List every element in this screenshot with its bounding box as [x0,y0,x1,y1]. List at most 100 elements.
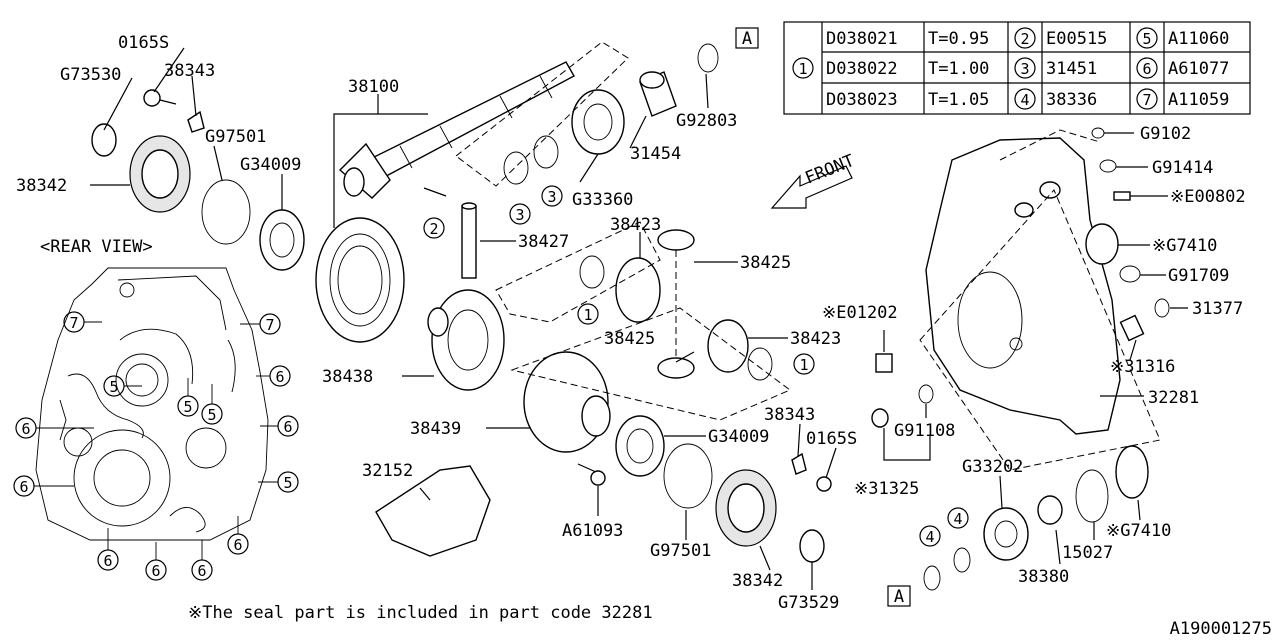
shim-3-b [533,135,559,169]
pinion-shaft-pin [423,187,477,279]
callout-1: 1 [577,303,599,325]
svg-text:7: 7 [69,314,78,332]
snap-ring-g92803 [697,43,719,73]
callout-3: 3 [509,203,531,225]
label-g91414: G91414 [1152,158,1213,178]
label-15027: 15027 [1062,543,1113,563]
label-38423-bottom: 38423 [790,329,841,349]
side-gear-38423-bottom [707,319,749,373]
rear-view-housing: <REAR VIEW> [35,237,269,541]
plug-31325 [871,408,889,428]
table-cell: A11059 [1168,90,1229,110]
bolt-0165s-top [143,89,177,107]
table-cell: D038021 [826,29,898,49]
label-32281: 32281 [1148,388,1199,408]
table-cell: 6 [1142,60,1151,78]
callout-4: 4 [919,525,941,547]
svg-text:3: 3 [547,188,556,206]
side-gear-38423-top [615,257,661,323]
svg-text:7: 7 [265,316,274,334]
shim-4-a [923,565,941,591]
callout-6: 6 [15,417,37,439]
label-38343-bottom: 38343 [764,405,815,425]
label-31325: ※31325 [854,479,919,499]
pinion-gear-38425-top [657,229,695,251]
footnote: ※The seal part is included in part code … [188,603,653,623]
reference-box-a-top: A [735,27,759,49]
svg-text:6: 6 [283,418,292,436]
seal-g7410-bottom [1115,445,1149,499]
label-38438: 38438 [322,367,373,387]
label-g9102: G9102 [1140,124,1191,144]
label-g91108: G91108 [894,421,955,441]
table-cell: E00515 [1046,29,1107,49]
differential-case-38439 [523,351,611,453]
plug-31316 [1119,314,1145,342]
table-cell: 2 [1020,30,1029,48]
svg-text:2: 2 [429,220,438,238]
pinion-gear-38425-bottom [657,357,695,379]
oil-seal-38380 [1037,495,1063,525]
label-g73529: G73529 [778,593,839,613]
oil-seal-38342-bottom [715,469,777,547]
svg-text:6: 6 [151,562,160,580]
oring-g97501-bottom [663,443,713,509]
table-cell: 38336 [1046,90,1097,110]
label-g34009-bottom: G34009 [708,427,769,447]
callout-6: 6 [13,475,35,497]
table-cell: A61077 [1168,59,1229,79]
bearing-g34009-bottom [615,415,665,477]
label-31377: 31377 [1192,299,1243,319]
svg-text:6: 6 [275,368,284,386]
label-38425-top: 38425 [740,253,791,273]
table-cell: 4 [1020,91,1029,109]
svg-text:5: 5 [283,474,292,492]
differential-case-38438 [427,289,505,391]
oring-15027 [1075,469,1109,523]
label-g92803: G92803 [676,111,737,131]
label-38342-top: 38342 [16,176,67,196]
shim-3-a [503,151,529,185]
label-g73530: G73530 [60,65,121,85]
label-g91709: G91709 [1168,266,1229,286]
callout-4: 4 [947,507,969,529]
label-g34009-top: G34009 [240,155,301,175]
oil-seal-g73530 [91,123,117,157]
svg-text:6: 6 [21,420,30,438]
callout-6: 6 [269,365,291,387]
plug-e01202 [875,353,893,373]
label-31454: 31454 [630,144,681,164]
table-cell: T=1.05 [928,90,989,110]
callout-6: 6 [191,559,213,581]
svg-text:1: 1 [799,356,808,374]
table-cell: T=0.95 [928,29,989,49]
plug-g9102 [1091,127,1105,139]
label-38423-top: 38423 [610,215,661,235]
ring-31377 [1154,298,1170,318]
callout-2: 2 [423,217,445,239]
table-cell: D038023 [826,90,898,110]
rear-view-label: <REAR VIEW> [40,237,153,257]
svg-text:5: 5 [207,406,216,424]
label-g97501-top: G97501 [205,127,266,147]
oring-g97501-top [201,179,251,245]
label-32152: 32152 [362,461,413,481]
oil-seal-g73529 [799,529,825,563]
table-key-number: 1 [798,60,807,78]
oil-seal-38342-top [129,135,191,213]
table-cell: D038022 [826,59,898,79]
svg-text:6: 6 [197,562,206,580]
callout-5: 5 [277,471,299,493]
oring-g91709 [1119,265,1141,283]
label-g7410-bottom: ※G7410 [1106,521,1171,541]
washer-1-top [579,255,605,289]
table-cell: A11060 [1168,29,1229,49]
svg-text:3: 3 [515,206,524,224]
svg-text:6: 6 [103,552,112,570]
callout-7: 7 [259,313,281,335]
pin-e00802 [1113,191,1131,201]
label-38342-bottom: 38342 [732,571,783,591]
bolt-0165s-bottom [816,476,832,492]
svg-text:A: A [742,29,752,49]
front-arrow-icon: FRONT [770,151,857,209]
